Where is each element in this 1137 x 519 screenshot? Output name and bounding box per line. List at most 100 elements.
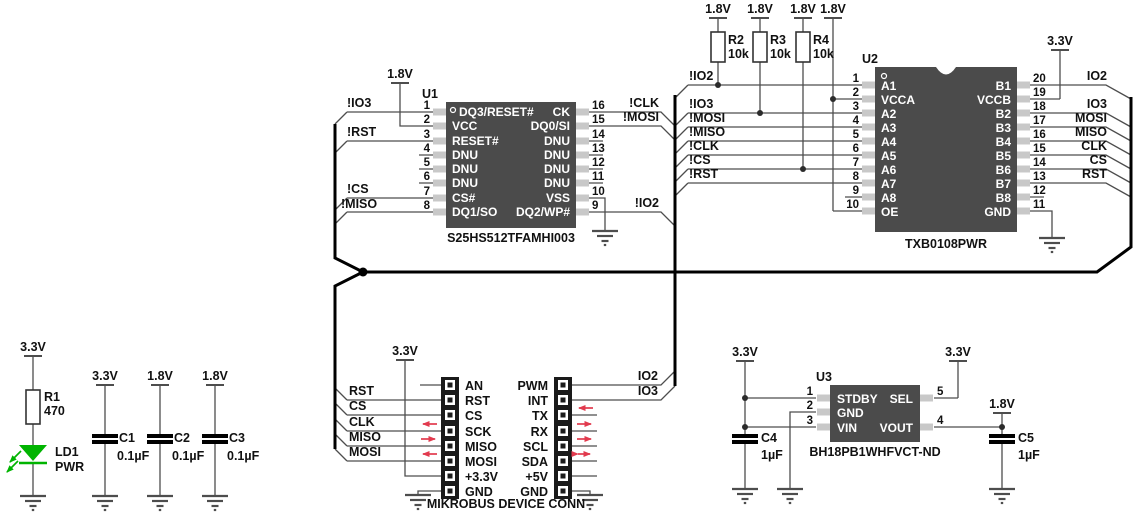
u3-body: [830, 385, 920, 442]
header-right: [554, 377, 572, 499]
power-label: 1.8V: [820, 2, 846, 16]
power-bars: [24, 17, 1069, 414]
pin-name: VCCA: [881, 93, 915, 107]
connector-pin-label: TX: [532, 409, 549, 423]
pin-number: 5: [424, 157, 431, 169]
junction-dots: [715, 82, 1005, 430]
pin-number: 4: [937, 415, 944, 427]
connector-pin-label: SCK: [465, 425, 491, 439]
pin-number: 13: [592, 143, 605, 155]
pin-name: A3: [881, 121, 897, 135]
pin-number: 9: [592, 200, 598, 212]
resistor-r2: [710, 31, 726, 63]
net-label: RST: [349, 384, 374, 398]
pin-name: B1: [996, 79, 1012, 93]
power-label: 1.8V: [147, 369, 173, 383]
component-value: 10k: [770, 47, 791, 61]
net-label: !CS: [689, 153, 711, 167]
connector-pin-label: RST: [465, 394, 490, 408]
ground-symbol: [145, 494, 175, 512]
component-value: 1µF: [761, 448, 783, 462]
net-label: !IO3: [689, 97, 713, 111]
power-label: 1.8V: [790, 2, 816, 16]
pin-number: 8: [424, 200, 431, 212]
component-value: 0.1µF: [117, 449, 150, 463]
pin-number: 13: [1033, 171, 1046, 183]
connector-pin-label: +3.3V: [465, 470, 499, 484]
pin-name: VOUT: [880, 421, 914, 435]
net-label: IO2: [638, 369, 658, 383]
power-label: 1.8V: [387, 67, 413, 81]
refdes: R4: [813, 33, 829, 47]
pin-number: 7: [853, 157, 859, 169]
pin-name: B2: [996, 107, 1012, 121]
component-value: 0.1µF: [172, 449, 205, 463]
pin-number: 10: [846, 199, 859, 211]
pin-name: DNU: [544, 176, 570, 190]
pin-number: 16: [1033, 129, 1046, 141]
pin-name: B5: [996, 149, 1012, 163]
ground-symbol: [730, 487, 760, 505]
ground-symbol: [590, 229, 620, 247]
u2-chip: [862, 67, 1030, 232]
bus-junction-dot: [358, 267, 368, 277]
power-label: 3.3V: [945, 345, 971, 359]
pin-name: VSS: [546, 191, 570, 205]
pin-number: 12: [1033, 185, 1046, 197]
pin-number: 3: [807, 415, 813, 427]
net-label: MOSI: [349, 445, 381, 459]
power-label: 1.8V: [989, 397, 1015, 411]
u2-notch: [936, 67, 956, 75]
ground-symbol: [18, 494, 48, 512]
u2-pullups: [710, 31, 811, 63]
pin-name: DNU: [452, 176, 478, 190]
refdes: C2: [174, 431, 190, 445]
pin-number: 17: [1033, 115, 1046, 127]
net-label: !MISO: [341, 197, 377, 211]
ground-symbol: [200, 494, 230, 512]
pin-name: A4: [881, 135, 897, 149]
pin-number: 14: [592, 129, 605, 141]
pin-name: DNU: [544, 148, 570, 162]
header-left: [441, 377, 459, 499]
net-label: !RST: [347, 125, 377, 139]
connector-pin-label: MOSI: [465, 455, 497, 469]
pin-number: 1: [853, 73, 860, 85]
net-label: CLK: [1081, 139, 1107, 153]
pin1-marker: [880, 72, 888, 80]
pin-number: 18: [1033, 101, 1046, 113]
power-label: 1.8V: [705, 2, 731, 16]
pin-name: VCC: [452, 119, 478, 133]
pin-number: 1: [807, 386, 814, 398]
pin-name: OE: [881, 205, 898, 219]
net-label: CLK: [349, 415, 375, 429]
pin-name: B3: [996, 121, 1012, 135]
power-label: 3.3V: [1047, 34, 1073, 48]
pin-number: 11: [592, 171, 605, 183]
pin-number: 8: [853, 171, 860, 183]
connector-caption: MIKROBUS DEVICE CONN: [427, 497, 585, 511]
power-label: 1.8V: [747, 2, 773, 16]
component-value: PWR: [55, 460, 84, 474]
pin-name: B7: [996, 177, 1012, 191]
pin-name: B4: [996, 135, 1012, 149]
power-label: 3.3V: [20, 340, 46, 354]
component-value: 0.1µF: [227, 449, 260, 463]
refdes: LD1: [55, 445, 79, 459]
ground-symbol: [775, 487, 805, 505]
connector-pin-label: CS: [465, 409, 482, 423]
mikrobus-connector: [441, 377, 572, 499]
pin-name: A2: [881, 107, 897, 121]
pin-number: 16: [592, 100, 605, 112]
pin-name: CS#: [452, 191, 476, 205]
pin-name: DNU: [452, 162, 478, 176]
pin-number: 4: [853, 115, 860, 127]
led-circuit: [6, 389, 47, 473]
refdes: C4: [761, 431, 777, 445]
net-label: IO2: [1087, 69, 1107, 83]
pin-number: 12: [592, 157, 605, 169]
pin-name: B8: [996, 191, 1012, 205]
net-label: !MOSI: [689, 111, 725, 125]
net-label: !CLK: [629, 96, 659, 110]
